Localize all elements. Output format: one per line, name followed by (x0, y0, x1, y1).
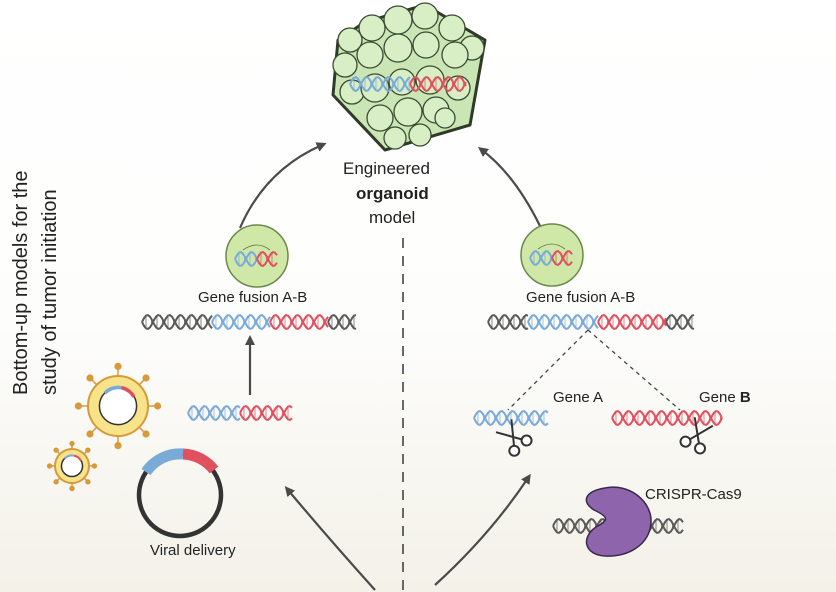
title-line-2: study of tumor initiation (39, 189, 61, 395)
dna-fusion-right (487, 313, 695, 331)
virus-large (74, 362, 162, 450)
dna-organoid (349, 75, 467, 93)
arrow-right-cell-to-organoid (478, 146, 541, 227)
dna-fusion-left (141, 313, 357, 331)
dna-pre-fusion (187, 404, 293, 422)
gene-b-label-bold: B (739, 389, 751, 406)
organoid-label-line2: organoid (356, 184, 429, 203)
arrows (238, 142, 541, 591)
organoid-label-line1: Engineered (343, 159, 430, 178)
cell-left (225, 224, 289, 288)
title-line-1: Bottom-up models for the (10, 170, 32, 395)
vertical-title: Bottom-up models for the study of tumor … (6, 95, 76, 395)
cell-right (520, 223, 584, 287)
dna-cell-left (234, 250, 278, 268)
arrow-left-cell-to-organoid (238, 142, 327, 229)
gene-a-label: Gene A (553, 389, 604, 406)
gene-b-label: Gene B (699, 389, 751, 406)
scissors-icon-gene-b (679, 417, 714, 455)
dna-gene-b (611, 409, 723, 427)
gene-fusion-label-right: Gene fusion A-B (526, 289, 636, 306)
arrow-bottom-right (434, 473, 531, 586)
crispr-cas9-label: CRISPR-Cas9 (645, 486, 742, 503)
cas9-protein (585, 486, 652, 557)
split-dashed-lines (507, 329, 681, 411)
viral-delivery-label: Viral delivery (150, 542, 236, 559)
gene-b-label-prefix: Gene (699, 389, 740, 406)
organoid-label-line3: model (369, 208, 416, 227)
plasmid (136, 448, 224, 539)
arrow-bottom-left (284, 486, 376, 591)
scissors-icon-gene-a (495, 419, 533, 457)
virus-small (46, 440, 98, 492)
dna-cell-right (529, 249, 573, 267)
gene-fusion-label-left: Gene fusion A-B (198, 289, 308, 306)
